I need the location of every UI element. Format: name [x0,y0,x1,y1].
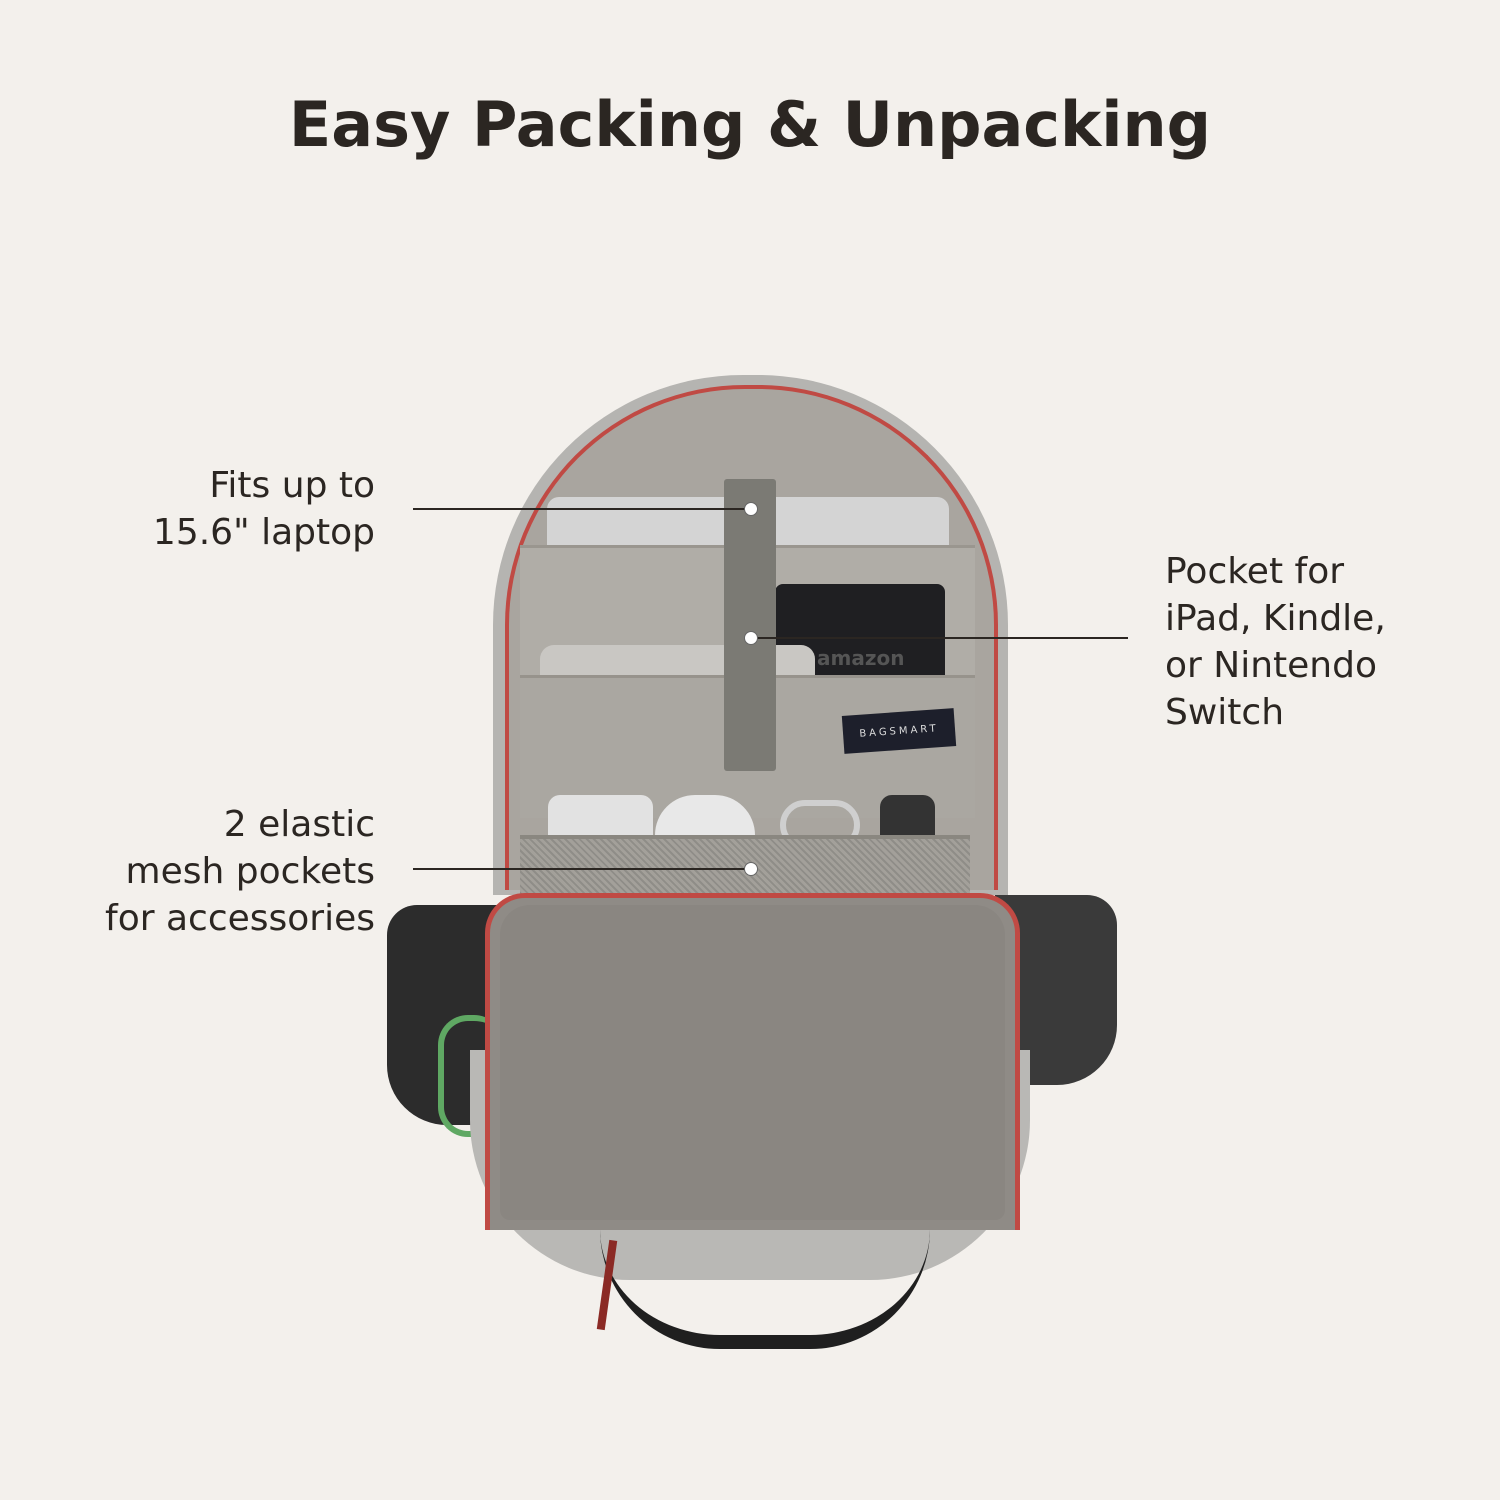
callout-text: Switch [1165,692,1285,733]
brand-label-text: BAGSMART [858,722,939,740]
callout-text: 15.6" laptop [152,512,375,553]
leader-line-tablet [757,637,1128,639]
callout-mesh: 2 elastic mesh pockets for accessories [105,801,375,942]
callout-dot [744,631,758,645]
callout-laptop: Fits up to 15.6" laptop [153,462,375,556]
callout-dot [744,862,758,876]
flap-inner [500,905,1005,1220]
callout-text: 2 elastic [223,804,375,845]
callout-dot [744,502,758,516]
leader-line-laptop [413,508,750,510]
callout-text: iPad, Kindle, [1165,598,1386,639]
callout-text: Pocket for [1165,551,1345,592]
leader-line-mesh [413,868,750,870]
bottom-strap [600,1225,930,1349]
page-title: Easy Packing & Unpacking [288,88,1212,161]
brand-label: BAGSMART [841,708,957,754]
callout-tablet: Pocket for iPad, Kindle, or Nintendo Swi… [1165,548,1386,736]
callout-text: for accessories [105,898,375,939]
callout-text: or Nintendo [1165,645,1377,686]
device-label: amazon [817,646,905,670]
callout-text: Fits up to [209,465,375,506]
callout-text: mesh pockets [125,851,376,892]
retention-strap [724,479,776,771]
